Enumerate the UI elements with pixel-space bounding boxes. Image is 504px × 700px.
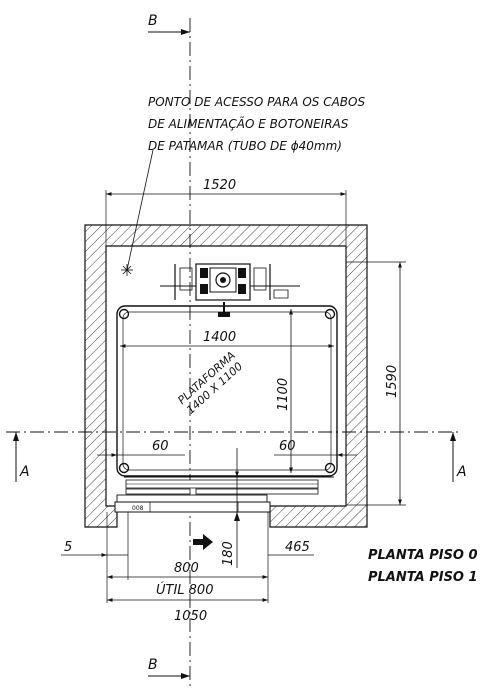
platform: [116, 305, 338, 477]
entry-arrow: [193, 534, 213, 550]
title-floor-1: PLANTA PISO 1: [368, 570, 478, 585]
dim-right-wall-label: 465: [285, 540, 310, 555]
dim-shaft-width: [105, 190, 347, 246]
dim-right-gap-label: 60: [279, 439, 296, 454]
dim-door-depth: [234, 448, 240, 568]
dim-shaft-width-label: 1520: [203, 178, 236, 193]
dim-left-gap-label: 60: [152, 439, 169, 454]
note-line-1: PONTO DE ACESSO PARA OS CABOS: [148, 95, 365, 109]
machine-unit: [160, 263, 300, 317]
door-label: 008: [132, 505, 144, 512]
dim-useful-opening-label: ÚTIL 800: [156, 582, 213, 598]
dim-door-depth-label: 180: [221, 541, 236, 566]
dim-shaft-depth-label: 1590: [385, 365, 400, 398]
dim-shaft-depth: [346, 261, 406, 506]
cable-access-point: [121, 149, 154, 276]
note-line-2: DE ALIMENTAÇÃO E BOTONEIRAS: [148, 116, 349, 131]
platform-label: PLATAFORMA 1400 X 1100: [175, 349, 245, 417]
dim-platform-depth-label: 1100: [276, 378, 291, 411]
dim-door-opening-label: 800: [174, 561, 199, 576]
section-mark-a-left: A: [19, 464, 30, 480]
section-mark-a-right: A: [456, 464, 467, 480]
title-floor-0: PLANTA PISO 0: [368, 548, 478, 563]
dim-door-offset-label: 5: [64, 540, 72, 555]
dim-platform-width-label: 1400: [203, 330, 236, 345]
section-line-a: [6, 431, 462, 482]
note-line-3: DE PATAMAR (TUBO DE ϕ40mm): [148, 139, 342, 153]
section-mark-b-top: B: [148, 13, 158, 29]
dim-bottom: [61, 512, 314, 603]
section-mark-b-bottom: B: [148, 657, 158, 673]
door-assembly: [114, 476, 334, 513]
dim-overall-door-label: 1050: [174, 609, 207, 624]
